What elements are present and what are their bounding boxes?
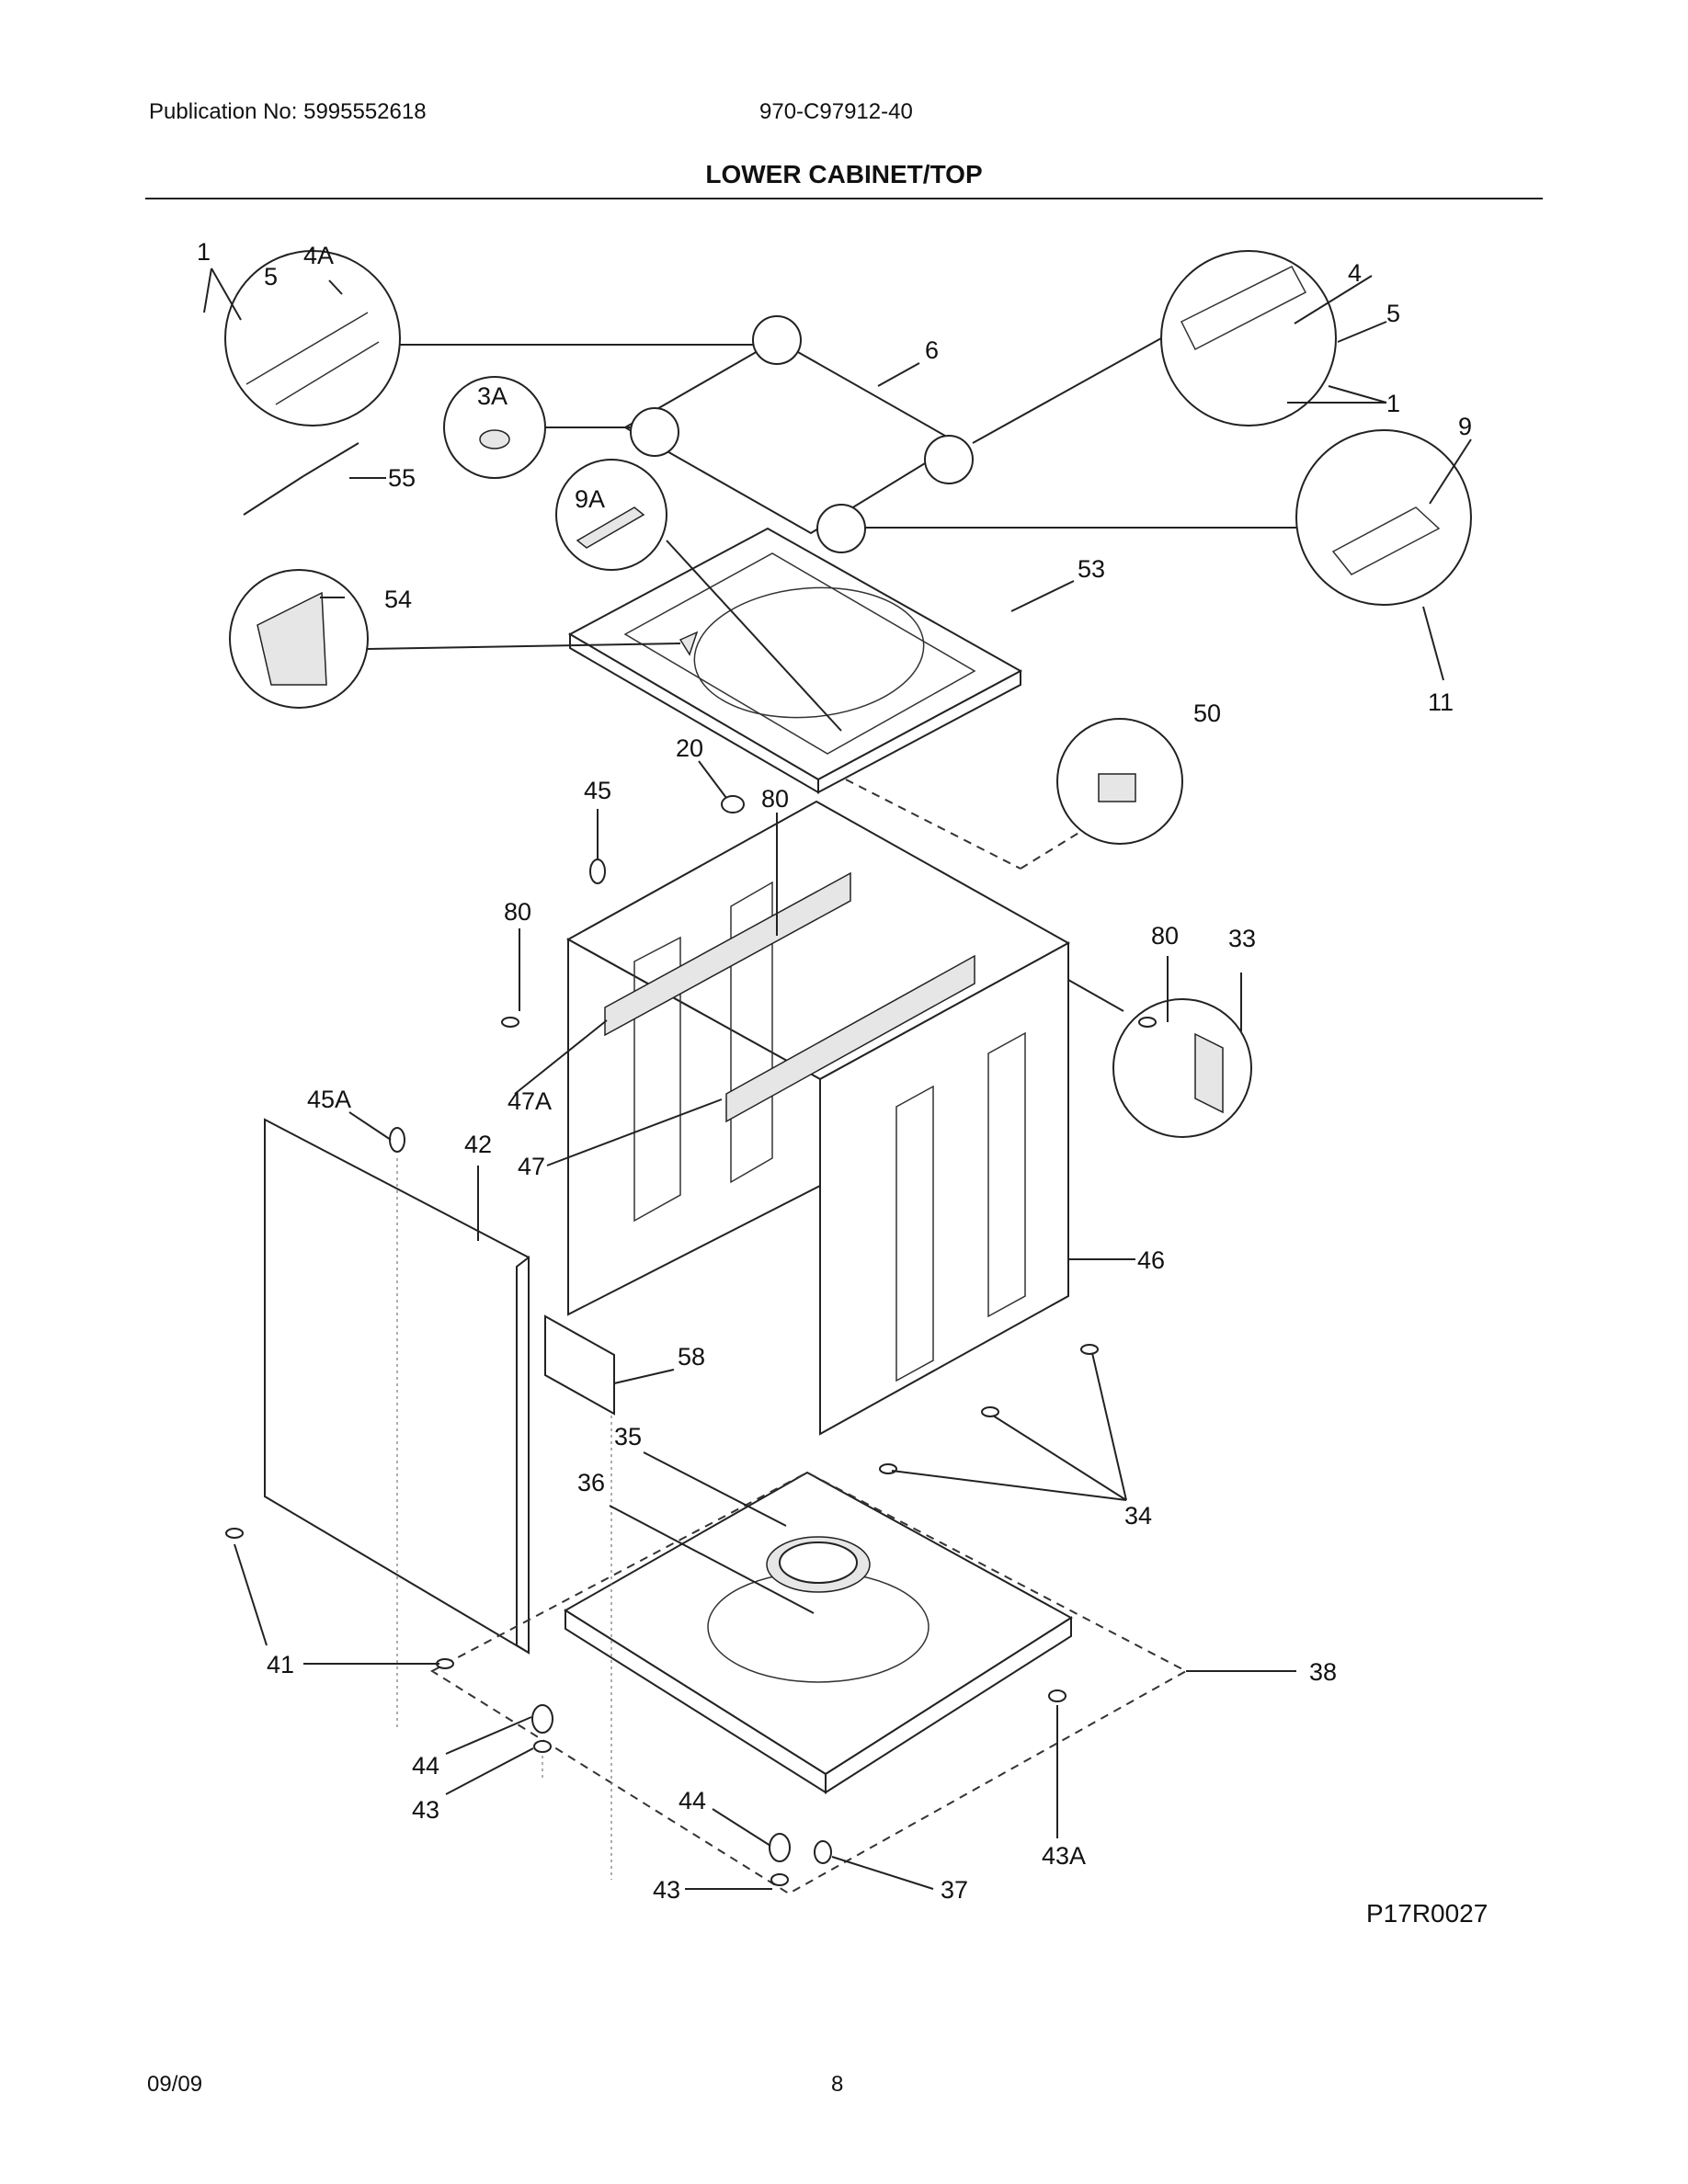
detail-hinge-right — [1160, 250, 1337, 427]
label-part-58 — [544, 1314, 615, 1416]
callout: 35 — [614, 1423, 642, 1450]
model-number: 970-C97912-40 — [759, 99, 913, 124]
detail-hinge-left — [224, 250, 401, 427]
page-title: LOWER CABINET/TOP — [705, 160, 983, 188]
callout: 38 — [1309, 1658, 1337, 1686]
callout: 80 — [504, 898, 531, 926]
callout: 44 — [412, 1752, 439, 1780]
callout: 3A — [477, 382, 508, 410]
publication-number: Publication No: 5995552618 — [149, 99, 427, 124]
callout: 80 — [1151, 922, 1179, 950]
callout: 37 — [941, 1876, 968, 1904]
callout: 43 — [412, 1796, 439, 1824]
callout: 55 — [388, 464, 416, 492]
detail-part-33 — [1112, 998, 1252, 1138]
leader-lines — [203, 267, 1472, 1890]
callout: 58 — [678, 1343, 705, 1371]
callout: 1 — [1386, 390, 1400, 417]
lid-part-6 — [622, 315, 974, 553]
connector-lines — [367, 337, 1296, 1012]
callout: 50 — [1193, 700, 1221, 727]
detail-part-9A — [555, 459, 667, 571]
callout: 34 — [1124, 1502, 1152, 1530]
callout: 9A — [575, 485, 605, 513]
page-number: 8 — [831, 2072, 844, 2097]
callout: 47 — [518, 1153, 545, 1180]
callout: 9 — [1458, 413, 1472, 440]
callout: 43A — [1042, 1842, 1086, 1870]
callout: 1 — [197, 238, 211, 266]
hardware-fasteners — [225, 795, 1157, 1886]
callout: 45A — [307, 1086, 351, 1113]
base-part-38 — [564, 1471, 1073, 1794]
header-rule — [145, 198, 1543, 199]
callout: 20 — [676, 734, 703, 762]
drawing-id: P17R0027 — [1366, 1899, 1488, 1928]
top-part-53 — [567, 527, 1023, 794]
callout: 46 — [1137, 1246, 1165, 1274]
callout: 45 — [584, 777, 611, 804]
callout: 33 — [1228, 925, 1256, 952]
callout: 42 — [464, 1131, 492, 1158]
callout: 54 — [384, 586, 412, 613]
callout: 5 — [264, 263, 278, 290]
callout: 80 — [761, 785, 789, 813]
footer-date: 09/09 — [147, 2072, 203, 2097]
callout: 11 — [1428, 688, 1454, 716]
callout-labels: 1 4A 5 6 3A 55 9A 4 5 1 9 53 54 11 50 20… — [197, 238, 1472, 1904]
base-footprint-outline — [429, 1471, 1189, 1895]
callout: 43 — [653, 1876, 680, 1904]
detail-part-9 — [1295, 429, 1472, 606]
callout: 53 — [1078, 555, 1105, 583]
callout: 4 — [1348, 259, 1362, 287]
callout: 41 — [267, 1651, 294, 1678]
callout: 47A — [508, 1087, 552, 1115]
callout: 44 — [679, 1787, 706, 1814]
callout: 4A — [303, 242, 334, 269]
callout: 36 — [577, 1469, 605, 1496]
front-panel-part-42 — [264, 1118, 530, 1728]
callout: 5 — [1386, 300, 1400, 327]
cabinet-part-46 — [565, 800, 1071, 1436]
callout: 6 — [925, 336, 939, 364]
